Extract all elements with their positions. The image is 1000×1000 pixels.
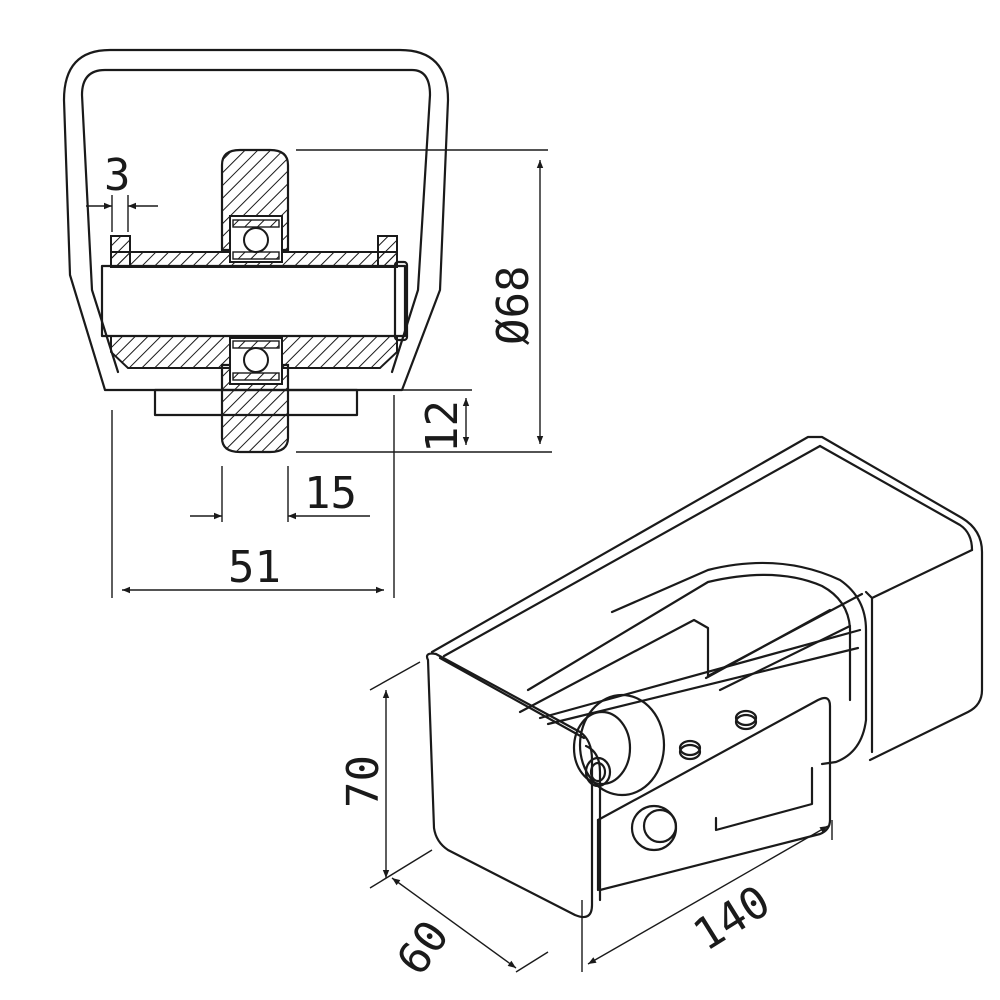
iso-back-upper-edge xyxy=(818,444,974,552)
wheel-lower xyxy=(220,363,290,454)
iso-opening-arch xyxy=(610,561,868,766)
iso-top-near-edge xyxy=(442,444,822,658)
dim-slot-width: 3 xyxy=(86,150,158,232)
dim-label-15: 15 xyxy=(304,468,357,519)
iso-bracket-base xyxy=(714,766,814,832)
dim-wheel-width: 15 xyxy=(190,466,370,522)
iso-end-cap-rim xyxy=(438,656,602,902)
dim-length: 140 xyxy=(581,820,833,972)
iso-bolt-2 xyxy=(734,709,758,731)
dim-label-70: 70 xyxy=(338,755,389,808)
dim-label-140: 140 xyxy=(685,876,779,961)
dim-overall-width: 51 xyxy=(111,395,395,598)
iso-end-cap xyxy=(425,652,594,919)
iso-rail-upper xyxy=(518,592,864,714)
iso-opening-inner xyxy=(526,573,852,702)
iso-top-far-edge xyxy=(430,435,984,762)
dim-bottom-offset: 12 xyxy=(402,389,472,453)
dim-depth: 60 xyxy=(387,877,549,985)
axle-end-cap xyxy=(393,260,409,342)
cross-section-view: 3 Ø68 12 15 51 xyxy=(62,48,552,598)
iso-bolt-1 xyxy=(678,739,702,761)
dim-height: 70 xyxy=(338,661,433,889)
dim-label-3: 3 xyxy=(104,150,131,201)
upper-bearing xyxy=(229,215,283,263)
outer-profile xyxy=(62,48,450,392)
lower-bearing xyxy=(229,337,283,385)
iso-axle-end xyxy=(630,804,678,852)
axle xyxy=(100,264,407,338)
inner-profile xyxy=(80,68,432,374)
iso-back-face xyxy=(864,548,974,754)
dim-label-12: 12 xyxy=(417,400,468,453)
isometric-view: 70 60 140 xyxy=(338,435,984,985)
dim-label-68: Ø68 xyxy=(488,266,539,345)
iso-wheel xyxy=(572,693,666,797)
dim-label-60: 60 xyxy=(387,912,459,985)
dim-label-51: 51 xyxy=(228,542,281,593)
iso-rail-mid xyxy=(704,608,852,692)
dim-wheel-diameter: Ø68 xyxy=(296,149,552,453)
